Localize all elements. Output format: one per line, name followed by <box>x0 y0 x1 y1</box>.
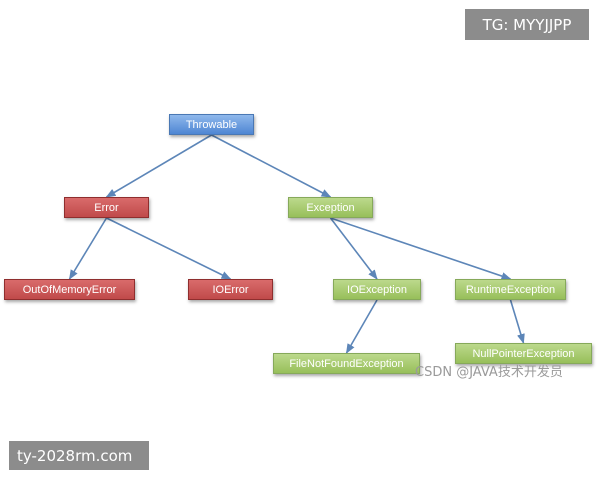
node-throwable: Throwable <box>169 114 254 135</box>
edge-runtime-exception-to-null-pointer-exception <box>509 299 525 344</box>
csdn-watermark: CSDN @JAVA技术开发员 <box>415 365 563 380</box>
edge-io-exception-to-file-not-found-exception <box>345 299 378 354</box>
node-runtime-exception: RuntimeException <box>455 279 566 300</box>
edge-throwable-to-exception <box>211 134 332 198</box>
node-out-of-memory-error: OutOfMemoryError <box>4 279 135 300</box>
edge-exception-to-io-exception <box>329 217 378 280</box>
node-exception: Exception <box>288 197 373 218</box>
node-io-exception: IOException <box>333 279 421 300</box>
edge-throwable-to-error <box>105 134 212 198</box>
node-file-not-found-exception: FileNotFoundException <box>273 353 420 374</box>
edge-error-to-io-error <box>106 217 232 280</box>
node-io-error: IOError <box>188 279 273 300</box>
node-null-pointer-exception: NullPointerException <box>455 343 592 364</box>
tg-watermark-badge: TG: MYYJJPP <box>465 9 589 40</box>
edge-exception-to-runtime-exception <box>330 217 512 280</box>
node-error: Error <box>64 197 149 218</box>
edge-error-to-out-of-memory-error <box>68 217 108 280</box>
url-watermark-badge: ty-2028rm.com <box>9 441 149 470</box>
